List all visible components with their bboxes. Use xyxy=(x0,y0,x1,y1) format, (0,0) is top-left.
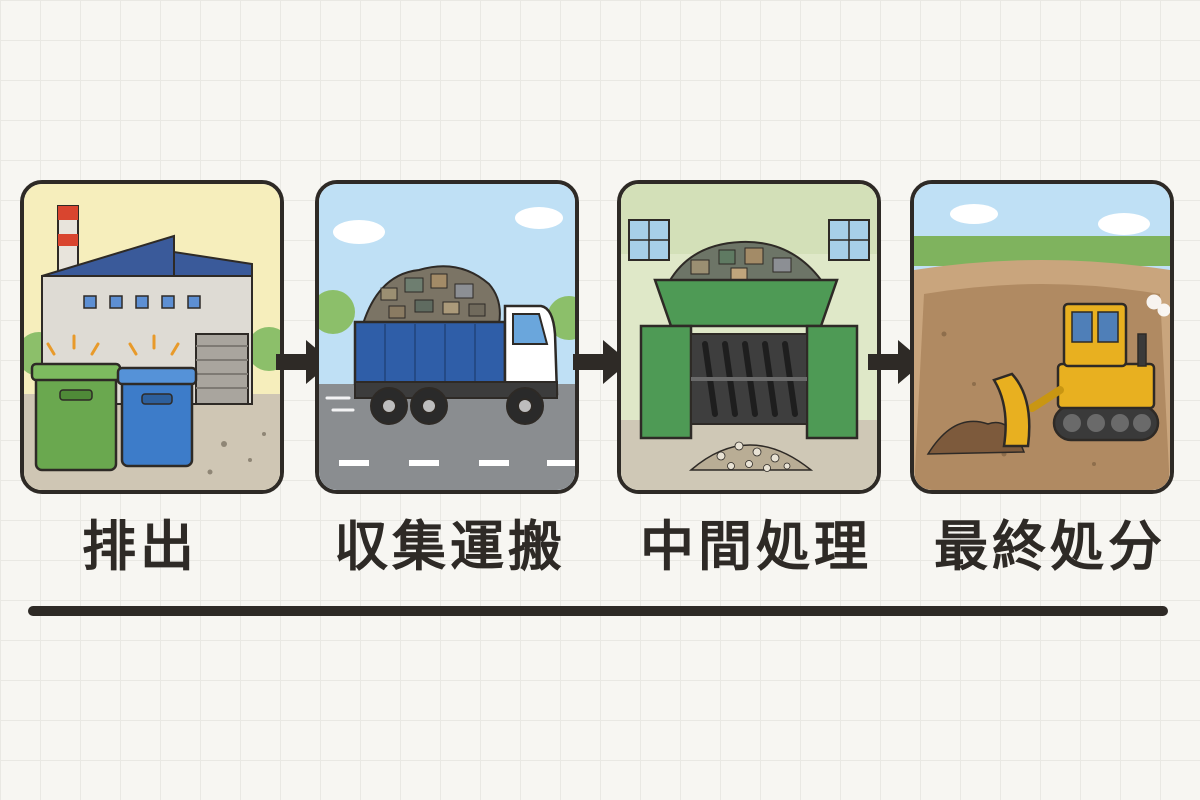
right-arrow-icon xyxy=(573,340,629,384)
step-1-panel xyxy=(20,180,284,494)
step-4-label: 最終処分 xyxy=(934,515,1166,578)
dump-truck-icon xyxy=(319,184,575,490)
step-1-label: 排出 xyxy=(82,515,198,578)
step-3-label: 中間処理 xyxy=(640,515,872,578)
shredder-machine-icon xyxy=(621,184,877,490)
step-2-panel xyxy=(315,180,579,494)
landfill-bulldozer-icon xyxy=(914,184,1170,490)
step-2-label: 収集運搬 xyxy=(334,515,566,578)
factory-trash-bins-icon xyxy=(24,184,280,490)
step-3-panel xyxy=(617,180,881,494)
timeline-baseline xyxy=(28,606,1168,616)
step-4-panel xyxy=(910,180,1174,494)
